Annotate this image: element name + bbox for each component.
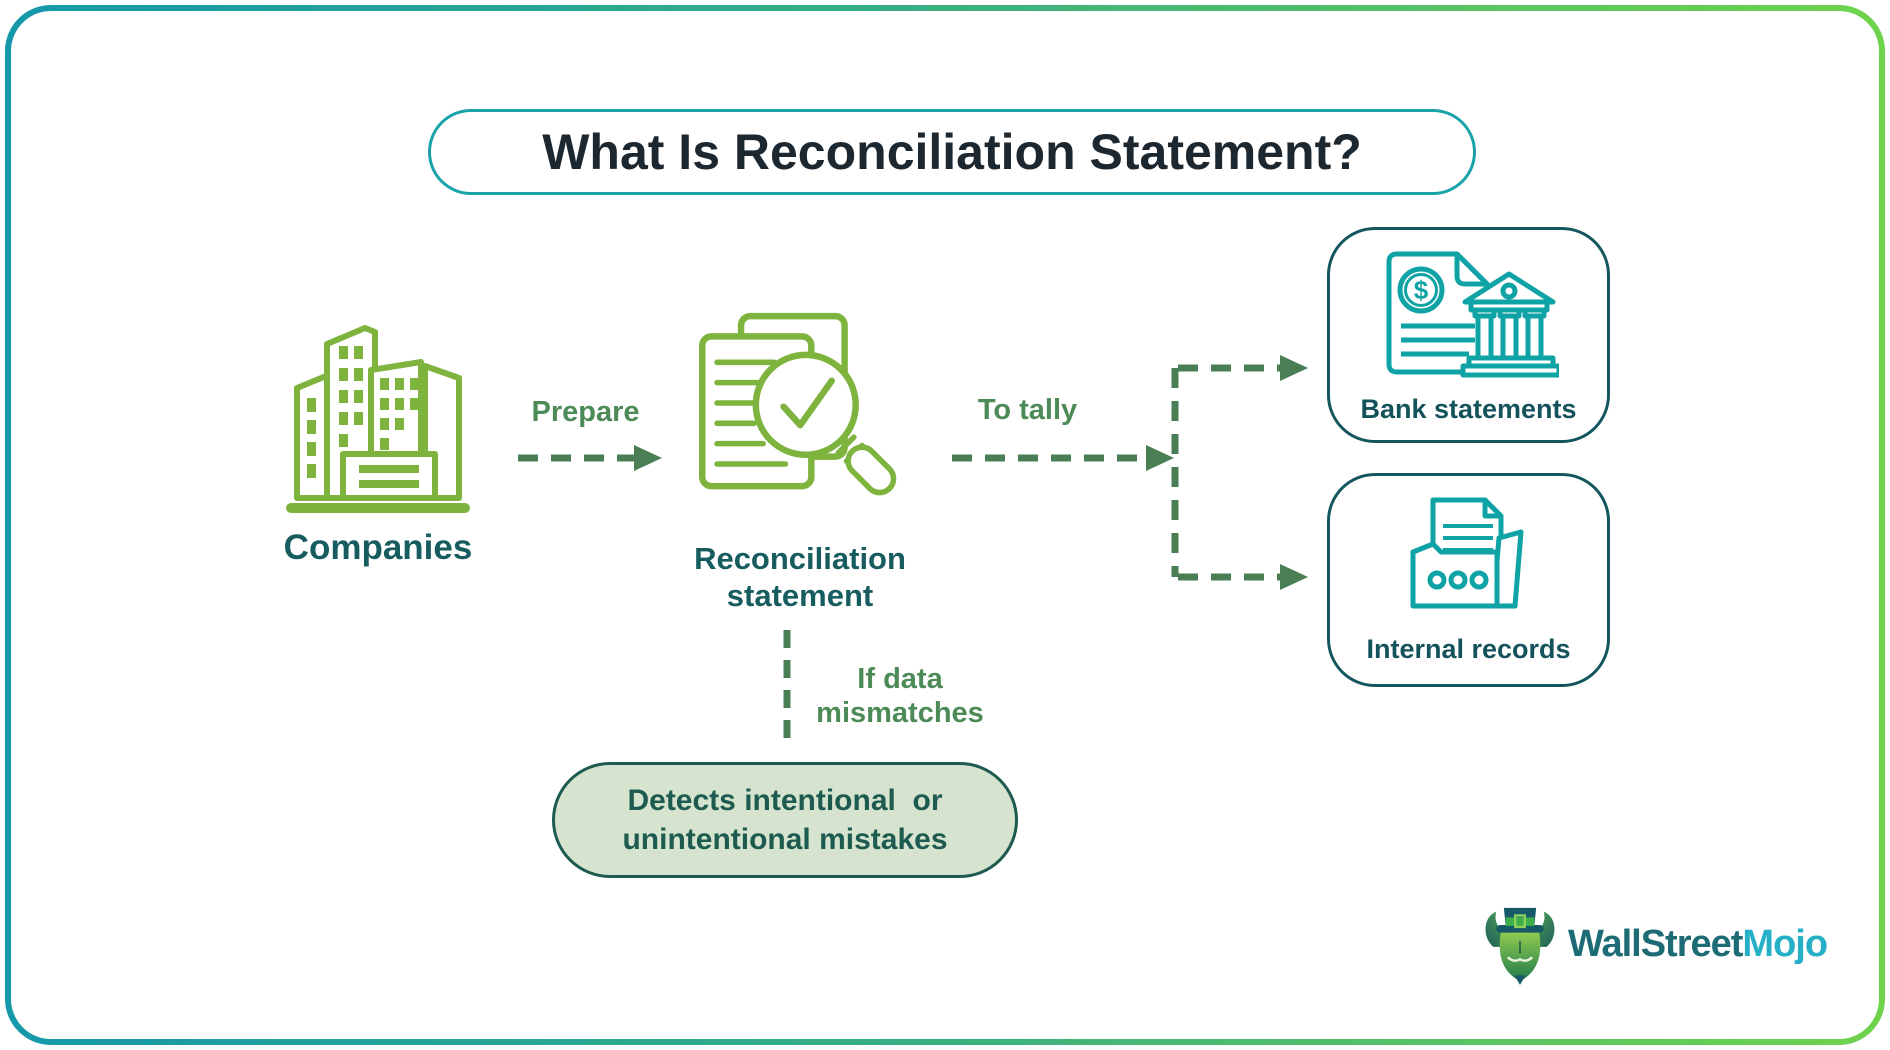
bank-statement-icon: $ xyxy=(1386,251,1559,378)
detects-line1: Detects intentional or xyxy=(627,784,943,817)
brand-name-part1: WallStreet xyxy=(1568,922,1743,965)
mismatch-label-line2: mismatches xyxy=(816,697,984,729)
folder-records-icon xyxy=(1410,497,1524,609)
bank-statements-box: $ Bank statements xyxy=(1327,227,1610,443)
brand-name-part2: Mojo xyxy=(1742,922,1828,965)
mismatch-label: If data mismatches xyxy=(805,662,995,730)
prepare-label: Prepare xyxy=(531,396,640,428)
document-check-magnifier-icon xyxy=(699,312,897,496)
reconciliation-label-line2: statement xyxy=(726,578,874,613)
internal-records-label: Internal records xyxy=(1366,634,1571,664)
buildings-icon xyxy=(286,325,470,513)
to-tally-label: To tally xyxy=(977,394,1078,426)
brand-logo: WallStreetMojo xyxy=(1482,902,1842,986)
brand-name: WallStreetMojo xyxy=(1568,922,1828,966)
reconciliation-label-line1: Reconciliation xyxy=(694,541,906,576)
reconciliation-label: Reconciliation statement xyxy=(650,540,950,614)
detects-mistakes-box: Detects intentional or unintentional mis… xyxy=(552,762,1018,878)
bull-tophat-icon xyxy=(1485,907,1555,985)
bank-statements-label: Bank statements xyxy=(1360,394,1577,424)
mismatch-label-line1: If data xyxy=(857,663,943,695)
svg-text:$: $ xyxy=(1413,275,1428,305)
title-pill: What Is Reconciliation Statement? xyxy=(428,109,1476,195)
page-title: What Is Reconciliation Statement? xyxy=(542,124,1362,180)
detects-line2: unintentional mistakes xyxy=(622,823,948,856)
internal-records-box: Internal records xyxy=(1327,473,1610,687)
companies-label: Companies xyxy=(283,528,473,567)
